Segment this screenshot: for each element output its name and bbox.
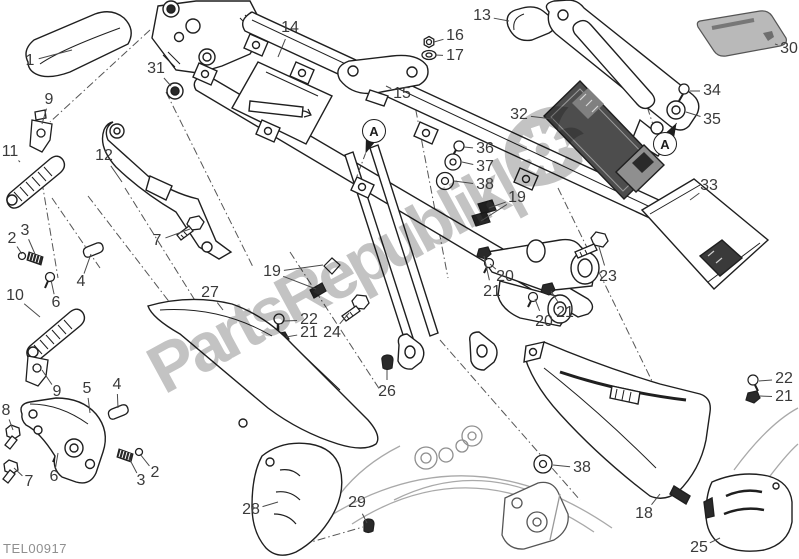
callout-21[interactable]: 21 <box>483 283 501 300</box>
callout-20[interactable]: 20 <box>496 268 514 285</box>
callout-34[interactable]: 34 <box>703 82 721 99</box>
part-bolt-7b <box>2 459 19 484</box>
callout-6[interactable]: 6 <box>51 294 61 311</box>
part-washer-38c <box>533 454 553 474</box>
callout-32[interactable]: 32 <box>510 106 528 123</box>
part-grommet-38a <box>435 171 455 191</box>
callout-36[interactable]: 36 <box>476 140 494 157</box>
callout-30[interactable]: 30 <box>780 40 798 57</box>
callout-11[interactable]: 11 <box>1 143 19 160</box>
callout-25[interactable]: 25 <box>690 539 708 556</box>
frame-rubber-feet <box>397 331 498 371</box>
part-screw-6a <box>44 271 56 289</box>
callout-3[interactable]: 3 <box>20 222 30 239</box>
part-spring-3a <box>26 251 44 266</box>
callout-4[interactable]: 4 <box>76 273 86 290</box>
part-footpeg-11 <box>6 155 66 209</box>
callout-33[interactable]: 33 <box>700 177 718 194</box>
callout-21[interactable]: 21 <box>556 304 574 321</box>
callout-37[interactable]: 37 <box>476 158 494 175</box>
drawing-code: TEL00917 <box>3 541 67 556</box>
callout-1[interactable]: 1 <box>25 52 35 69</box>
part-bolt-23 <box>574 231 609 259</box>
part-bracket-15 <box>337 54 429 107</box>
part-screw-22R <box>747 374 759 392</box>
callout-22[interactable]: 22 <box>300 311 318 328</box>
part-footpeg-10 <box>26 308 86 362</box>
callout-15[interactable]: 15 <box>393 85 411 102</box>
part-side-panel-27 <box>147 298 379 449</box>
detail-marker-A[interactable]: A <box>653 132 677 156</box>
part-heel-guard-28 <box>251 442 343 556</box>
callout-24[interactable]: 24 <box>323 324 341 341</box>
callout-29[interactable]: 29 <box>348 494 366 511</box>
callout-9[interactable]: 9 <box>52 383 62 400</box>
callout-16[interactable]: 16 <box>446 27 464 44</box>
callout-19[interactable]: 19 <box>508 189 526 206</box>
callout-26[interactable]: 26 <box>378 383 396 400</box>
part-chain-guard-mount <box>501 481 569 550</box>
part-screw-22L <box>273 313 285 331</box>
callout-6[interactable]: 6 <box>49 468 59 485</box>
callout-31[interactable]: 31 <box>147 60 165 77</box>
part-owners-manual-30 <box>696 10 787 57</box>
brand-shield-icon <box>763 31 774 41</box>
detail-marker-A[interactable]: A <box>362 119 386 143</box>
part-washer-37 <box>444 153 462 171</box>
callout-4[interactable]: 4 <box>112 376 122 393</box>
part-screw-34 <box>678 83 690 102</box>
callout-38[interactable]: 38 <box>476 176 494 193</box>
part-bracket-5 <box>20 397 106 484</box>
callout-12[interactable]: 12 <box>95 147 113 164</box>
callout-8[interactable]: 8 <box>1 402 11 419</box>
part-bracket-25 <box>703 473 793 552</box>
callout-14[interactable]: 14 <box>281 19 299 36</box>
part-cap-26 <box>381 354 394 371</box>
part-pin-4b <box>107 404 129 420</box>
part-bolt-8 <box>4 424 21 450</box>
callout-20[interactable]: 20 <box>535 313 553 330</box>
callout-22[interactable]: 22 <box>775 370 793 387</box>
callout-13[interactable]: 13 <box>473 7 491 24</box>
callout-28[interactable]: 28 <box>242 501 260 518</box>
part-battery-tray-33 <box>640 178 770 290</box>
callout-27[interactable]: 27 <box>201 284 219 301</box>
part-side-panel-18 <box>523 341 711 506</box>
callout-18[interactable]: 18 <box>635 505 653 522</box>
callout-23[interactable]: 23 <box>599 268 617 285</box>
callout-21[interactable]: 21 <box>775 388 793 405</box>
callout-2[interactable]: 2 <box>150 464 160 481</box>
callout-2[interactable]: 2 <box>7 230 17 247</box>
callout-19[interactable]: 19 <box>263 263 281 280</box>
part-grommet-31 <box>166 82 184 100</box>
callout-38[interactable]: 38 <box>573 459 591 476</box>
callout-7[interactable]: 7 <box>24 473 34 490</box>
callout-3[interactable]: 3 <box>136 472 146 489</box>
callout-7[interactable]: 7 <box>152 232 162 249</box>
callout-9[interactable]: 9 <box>44 91 54 108</box>
callout-5[interactable]: 5 <box>82 380 92 397</box>
part-battery-holder <box>545 0 700 157</box>
callout-35[interactable]: 35 <box>703 111 721 128</box>
part-nut-21R <box>745 390 761 404</box>
callout-21[interactable]: 21 <box>300 324 318 341</box>
callout-17[interactable]: 17 <box>446 47 464 64</box>
part-nut-16 <box>423 35 435 49</box>
part-seat-pad <box>25 11 132 78</box>
callout-10[interactable]: 10 <box>6 287 24 304</box>
